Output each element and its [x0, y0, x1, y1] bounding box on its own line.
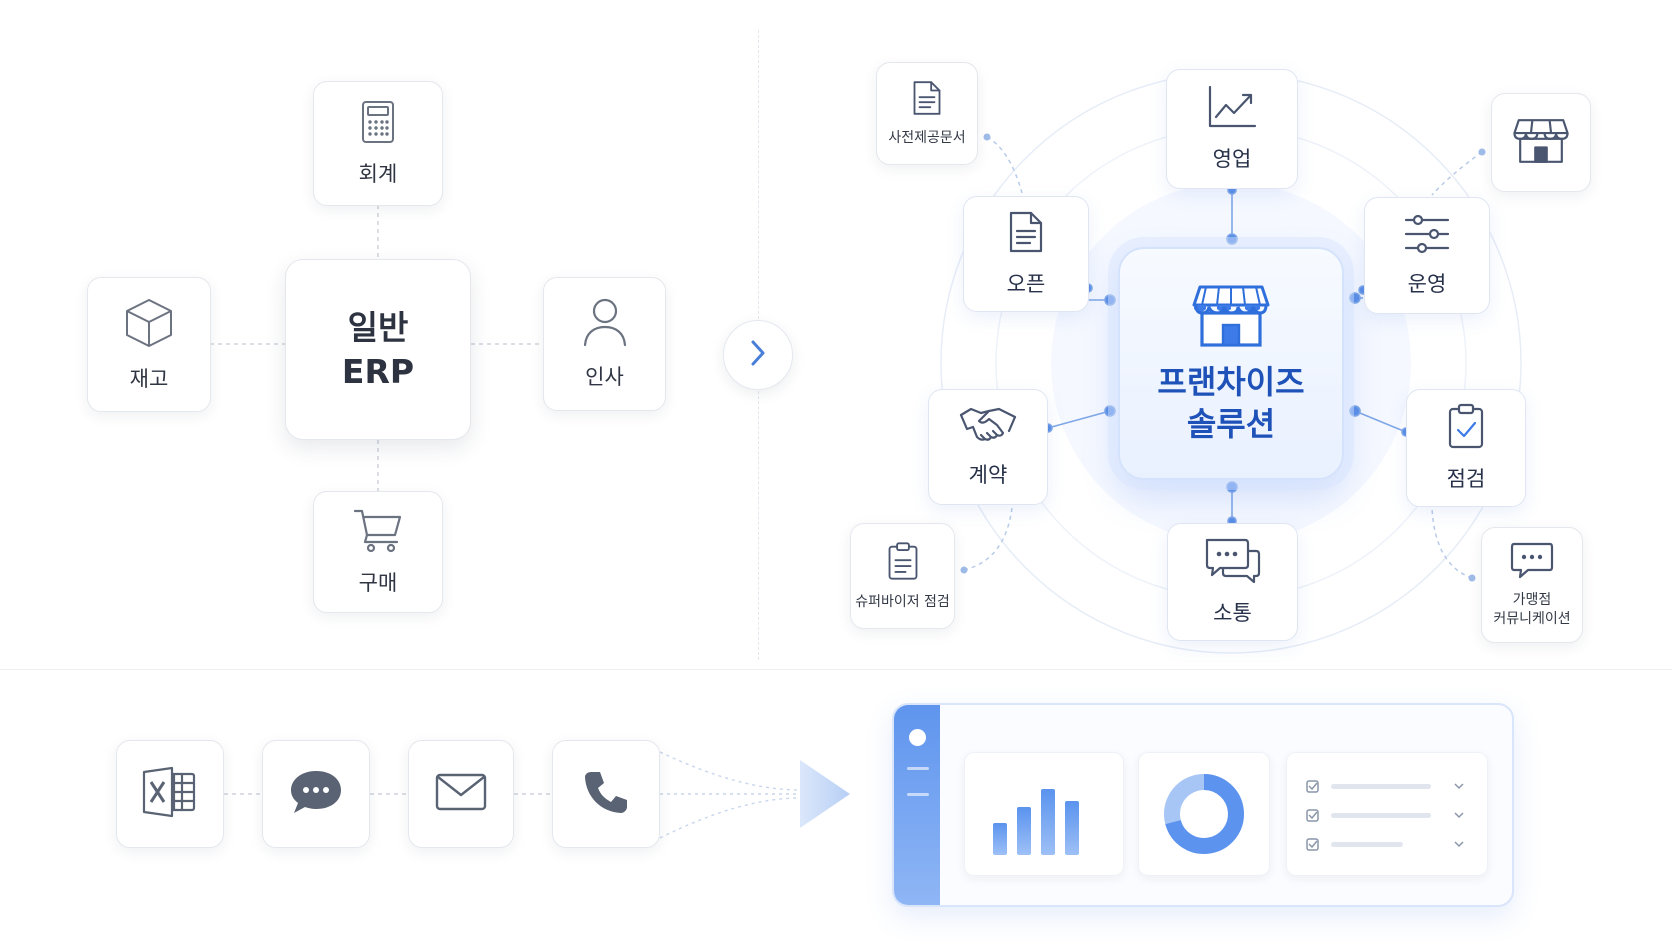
store-icon — [1192, 283, 1270, 353]
donut-chart-card — [1138, 752, 1270, 876]
erp-center-card: 일반 ERP — [285, 259, 471, 440]
dashboard-sidebar — [894, 705, 940, 905]
document-icon — [1008, 210, 1044, 258]
phone-icon — [583, 769, 629, 819]
channel-message — [262, 740, 370, 848]
satellite-franchisee: 가맹점 커뮤니케이션 — [1481, 527, 1583, 643]
chat-bubbles-icon — [1204, 537, 1262, 587]
satellite-predisclosure: 사전제공문서 — [876, 62, 978, 165]
calculator-icon — [360, 100, 396, 148]
channel-phone — [552, 740, 660, 848]
satellite-franchisee-line1: 가맹점 — [1512, 592, 1552, 608]
checklist-card — [1286, 752, 1488, 876]
dashboard-window — [892, 703, 1514, 907]
sidebar-line — [907, 793, 929, 796]
sidebar-dot — [909, 729, 926, 746]
erp-accounting-label: 회계 — [358, 161, 398, 186]
channel-excel — [116, 740, 224, 848]
node-contract: 계약 — [928, 389, 1048, 505]
node-contract-label: 계약 — [968, 463, 1008, 487]
node-open-label: 오픈 — [1006, 272, 1046, 296]
erp-hr-card: 인사 — [543, 277, 666, 411]
franchise-center-card: 프랜차이즈 솔루션 — [1118, 247, 1344, 480]
line-chart-icon — [1207, 85, 1257, 133]
node-sales-label: 영업 — [1212, 147, 1252, 171]
handshake-icon — [959, 405, 1017, 449]
erp-accounting-card: 회계 — [313, 81, 443, 206]
satellite-predisclosure-label: 사전제공문서 — [888, 130, 966, 146]
franchise-title: 프랜차이즈 솔루션 — [1157, 361, 1304, 445]
excel-icon — [142, 766, 198, 822]
checklist-icon — [1306, 780, 1464, 851]
box-icon — [123, 297, 175, 353]
node-operation: 운영 — [1364, 197, 1490, 314]
erp-purchase-label: 구매 — [358, 571, 398, 595]
store-icon — [1513, 117, 1569, 169]
horizontal-divider — [0, 669, 1672, 670]
bar-chart-icon — [993, 789, 1079, 855]
node-communication-label: 소통 — [1213, 601, 1252, 625]
clipboard-icon — [887, 541, 919, 585]
channel-mail — [408, 740, 514, 848]
satellite-franchisee-line2: 커뮤니케이션 — [1493, 611, 1571, 627]
erp-inventory-card: 재고 — [87, 277, 211, 412]
node-inspection-label: 점검 — [1446, 467, 1486, 491]
satellite-supervisor-label: 슈퍼바이저 점검 — [855, 593, 950, 610]
document-icon — [912, 79, 942, 121]
franchise-title-line1: 프랜차이즈 — [1157, 362, 1305, 401]
node-inspection: 점검 — [1406, 389, 1526, 507]
cart-icon — [353, 507, 403, 557]
node-sales: 영업 — [1166, 69, 1298, 189]
chat-bubble-icon — [1510, 541, 1554, 583]
erp-title-line2: ERP — [341, 351, 415, 391]
erp-title-line1: 일반 — [347, 307, 409, 347]
franchise-title-line2: 솔루션 — [1186, 404, 1276, 443]
node-open: 오픈 — [963, 196, 1089, 312]
clipboard-check-icon — [1447, 403, 1485, 453]
node-communication: 소통 — [1167, 523, 1298, 641]
bar-chart-card — [964, 752, 1124, 876]
message-bubble-icon — [288, 768, 344, 820]
next-button[interactable] — [723, 320, 793, 390]
erp-inventory-label: 재고 — [129, 366, 169, 391]
donut-chart-icon — [1164, 774, 1244, 854]
mail-icon — [435, 773, 487, 815]
satellite-supervisor: 슈퍼바이저 점검 — [850, 523, 955, 629]
chevron-right-icon — [747, 338, 769, 372]
satellite-store — [1491, 93, 1591, 192]
sliders-icon — [1404, 214, 1450, 258]
erp-purchase-card: 구매 — [313, 491, 443, 613]
person-icon — [582, 297, 628, 351]
flow-arrow — [800, 760, 850, 828]
erp-hr-label: 인사 — [585, 365, 624, 389]
sidebar-line — [907, 767, 929, 770]
node-operation-label: 운영 — [1407, 271, 1447, 296]
